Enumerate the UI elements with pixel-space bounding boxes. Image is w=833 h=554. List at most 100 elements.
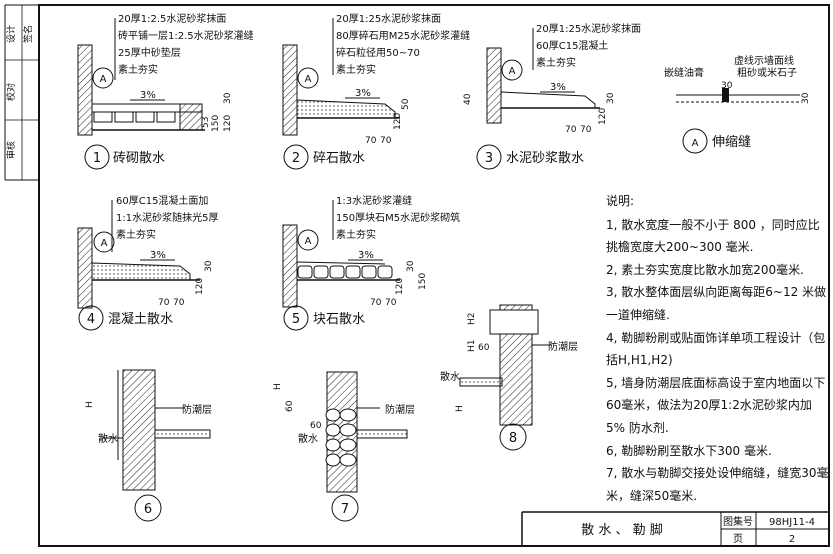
detail-7-label-5: H <box>273 383 283 390</box>
detail-3-layer-1: 20厚1:25水泥砂浆抹面 <box>536 22 641 35</box>
detail-2-dim-1: 120 <box>393 113 403 130</box>
side-strip: 审核 校对 设计 签名 <box>4 4 39 181</box>
joint-label-1: 嵌缝油膏 <box>664 66 704 79</box>
detail-3: 20厚1:25水泥砂浆抹面 60厚C15混凝土 素土夯实 A 3% 40 120… <box>463 22 641 170</box>
detail-6-label-1: 防潮层 <box>182 403 212 416</box>
detail-7-label-2: 散水 <box>298 432 318 445</box>
detail-1-dim-2: 150 <box>211 115 221 132</box>
detail-5-marker-letter: A <box>305 236 312 247</box>
detail-5-num: 5 <box>292 312 300 327</box>
note-item: 1, 散水宽度一般不小于 800 ，同时应比挑檐宽度大200~300 毫米. <box>606 217 820 255</box>
joint-label-3: 粗砂或米石子 <box>737 66 797 79</box>
title-block-page-label: 页 <box>733 533 743 545</box>
joint-marker: A <box>692 138 699 149</box>
detail-4-layer-3: 素土夯实 <box>116 228 156 241</box>
detail-3-dim-3: 70 <box>565 125 577 135</box>
joint-dim-1: 30 <box>721 81 733 91</box>
detail-7-label-4: 60 <box>310 421 322 431</box>
joint-detail: 虚线示墙面线 嵌缝油膏 粗砂或米石子 30 30 A 伸缩缝 <box>664 54 811 154</box>
note-item: 3, 散水整体面层纵向距离每距6~12 米做一道伸缩缝. <box>606 285 827 322</box>
detail-3-marker-letter: A <box>509 66 516 77</box>
detail-6: 防潮层 散水 H 6 <box>85 369 212 522</box>
detail-8-label-4: H <box>455 405 465 412</box>
detail-7-num: 7 <box>341 502 349 517</box>
detail-6-label-2: 散水 <box>98 432 118 445</box>
detail-2-num: 2 <box>292 151 300 166</box>
detail-1: 20厚1:2.5水泥砂浆抹面 砖平铺一层1:2.5水泥砂浆灌缝 25厚中砂垫层 … <box>77 12 254 170</box>
detail-2: 20厚1:25水泥砂浆抹面 80厚碎石用M25水泥砂浆灌缝 碎石粒径用50~70… <box>282 12 470 170</box>
detail-3-dim-4: 70 <box>580 125 592 135</box>
detail-1-dim-4: 30 <box>223 92 233 104</box>
detail-1-slope: 3% <box>140 90 156 101</box>
joint-title: 伸缩缝 <box>712 134 751 150</box>
detail-4-slope: 3% <box>150 250 166 261</box>
title-block-page-value: 2 <box>789 534 795 545</box>
detail-1-layer-1: 20厚1:2.5水泥砂浆抹面 <box>118 12 226 25</box>
detail-1-title: 砖砌散水 <box>113 151 165 166</box>
detail-8-label-1: 防潮层 <box>548 340 578 353</box>
detail-5-layer-1: 1:3水泥砂浆灌缝 <box>336 194 412 207</box>
detail-4-marker-letter: A <box>101 238 108 249</box>
notes: 说明: 1, 散水宽度一般不小于 800 ，同时应比挑檐宽度大200~300 毫… <box>606 190 831 507</box>
detail-5-layer-2: 150厚块石M5水泥砂浆砌筑 <box>336 211 460 224</box>
title-block-title: 散 水 、 勒 脚 <box>581 522 663 538</box>
detail-5-dim-1: 120 <box>395 278 405 295</box>
detail-3-layer-2: 60厚C15混凝土 <box>536 39 608 52</box>
note-item: 4, 勒脚粉刷或贴面饰详单项工程设计（包括H,H1,H2) <box>606 330 826 368</box>
note-item: 2, 素土夯实宽度比散水加宽200毫米. <box>606 262 804 277</box>
detail-3-dim-5: 30 <box>606 92 616 104</box>
side-sign: 签名 <box>22 25 34 43</box>
title-block-set-label: 图集号 <box>723 515 753 528</box>
detail-2-layer-3: 碎石粒径用50~70 <box>336 46 420 59</box>
detail-5-dim-5: 70 <box>385 298 397 308</box>
detail-4-dim-4: 70 <box>173 298 185 308</box>
detail-4-title: 混凝土散水 <box>108 311 173 327</box>
detail-4-layer-1: 60厚C15混凝土面加 <box>116 194 208 207</box>
detail-4-dim-3: 70 <box>158 298 170 308</box>
title-block: 散 水 、 勒 脚 图集号 98HJ11-4 页 2 <box>521 511 829 546</box>
notes-heading: 说明: <box>606 194 635 208</box>
title-block-set-value: 98HJ11-4 <box>769 517 815 528</box>
detail-2-title: 碎石散水 <box>313 151 365 166</box>
detail-1-marker-letter: A <box>100 74 107 85</box>
detail-8-label-5: H1 <box>467 340 477 353</box>
detail-1-num: 1 <box>93 151 101 166</box>
detail-4-num: 4 <box>87 312 95 327</box>
detail-1-dim-1: 53 <box>201 117 211 128</box>
detail-5-dim-3: 30 <box>406 260 416 272</box>
detail-2-dim-3: 70 <box>365 136 377 146</box>
detail-7-label-3: 60 <box>285 400 295 412</box>
detail-8-label-2: 散水 <box>440 370 460 383</box>
detail-1-layer-3: 25厚中砂垫层 <box>118 46 181 59</box>
detail-2-dim-4: 70 <box>380 136 392 146</box>
detail-5-title: 块石散水 <box>313 312 365 327</box>
side-label-2: 校对 <box>5 83 17 101</box>
detail-1-marker <box>92 67 114 89</box>
detail-4-dim-2: 30 <box>204 260 214 272</box>
detail-6-num: 6 <box>144 502 152 517</box>
joint-label-2: 虚线示墙面线 <box>734 54 794 67</box>
detail-5-dim-4: 70 <box>370 298 382 308</box>
detail-7: 防潮层 散水 60 60 H 7 <box>273 371 415 522</box>
detail-2-slope: 3% <box>355 88 371 99</box>
detail-2-marker-letter: A <box>305 74 312 85</box>
detail-1-dim-3: 120 <box>223 115 233 132</box>
side-label-3: 设计 <box>5 25 17 43</box>
detail-3-layer-3: 素土夯实 <box>536 56 576 69</box>
detail-1-layer-4: 素土夯实 <box>118 63 158 76</box>
detail-8-label-3: 60 <box>478 343 490 353</box>
detail-1-number <box>84 144 110 170</box>
detail-2-layer-2: 80厚碎石用M25水泥砂浆灌缝 <box>336 29 470 42</box>
detail-5: 1:3水泥砂浆灌缝 150厚块石M5水泥砂浆砌筑 素土夯实 A 3% 120 1… <box>282 194 460 331</box>
detail-8-num: 8 <box>509 431 517 446</box>
note-item: 5, 墙身防潮层底面标高设于室内地面以下60毫米，做法为20厚1:2水泥砂浆内加… <box>606 375 826 435</box>
detail-5-slope: 3% <box>358 250 374 261</box>
detail-3-title: 水泥砂浆散水 <box>506 151 584 166</box>
detail-6-label-3: H <box>85 401 95 408</box>
detail-3-dim-1: 40 <box>463 93 473 105</box>
detail-4: 60厚C15混凝土面加 1:1水泥砂浆随抹光5厚 素土夯实 A 3% 120 3… <box>77 194 218 331</box>
detail-3-num: 3 <box>485 151 493 166</box>
sheet-border <box>38 4 830 547</box>
detail-3-dim-2: 120 <box>598 108 608 125</box>
